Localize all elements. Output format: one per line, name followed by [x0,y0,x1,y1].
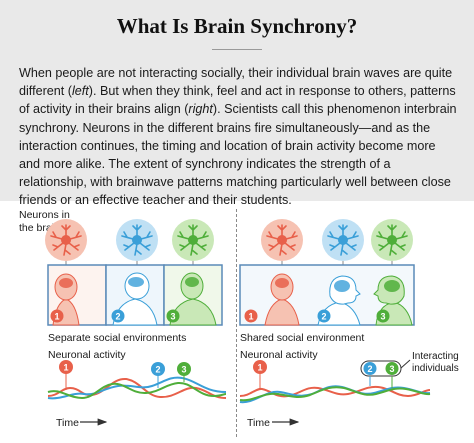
neuronal-activity-label-right: Neuronal activity [240,349,318,361]
activity-wave-3-right [239,386,431,402]
header-background [0,0,474,201]
marker-2-left [151,362,165,376]
marker-number-3-right: 3 [389,364,394,374]
panel-divider [236,209,237,437]
marker-number-2-right: 2 [367,364,372,374]
marker-3-left [177,362,191,376]
intro-text-2: ). But when they think, feel and act in … [19,84,456,117]
interacting-label-line-1: Interacting [412,351,459,362]
person-panel-2-left: 2 [105,264,165,326]
marker-1-right [253,360,267,374]
person-panel-1-left: 1 [47,264,107,326]
interacting-leader-line [400,359,411,369]
marker-number-3-left: 3 [181,365,186,375]
activity-wave-1-right [239,385,431,398]
interacting-individuals-label: Interacting individuals [412,351,461,374]
person-number-1-left: 1 [54,312,59,322]
separate-environments-label: Separate social environments [48,332,186,344]
person-number-1-right: 1 [248,312,253,322]
interacting-label-line-2: individuals [412,363,459,374]
person-panel-3-left: 3 [163,264,223,326]
marker-number-1-left: 1 [63,363,68,373]
activity-wave-1-left [47,377,227,399]
person-number-3-right: 3 [380,312,385,322]
time-label-left: Time [56,417,79,429]
neuronal-activity-label-left: Neuronal activity [48,349,126,361]
shared-environment-panel: 1 2 3 [239,264,415,326]
synchrony-diagram: 1 2 3 1 2 3 Separate social envi [45,219,461,429]
time-label-right: Time [247,417,270,429]
title-divider [212,49,262,50]
intro-paragraph: When people are not interacting socially… [19,64,459,210]
shared-environment-label: Shared social environment [240,332,364,344]
marker-number-2-left: 2 [155,365,160,375]
intro-left-word: left [71,84,89,99]
marker-2-right [363,362,377,375]
person-number-2-right: 2 [321,312,326,322]
marker-3-right [385,362,399,375]
intro-text-1: When people are not interacting socially… [19,66,453,99]
page-title: What Is Brain Synchrony? [116,14,358,38]
intro-text-3: ). Scientists call this phenomenon inter… [19,102,457,208]
person-number-3-left: 3 [170,312,175,322]
person-number-2-left: 2 [115,312,120,322]
intro-right-word: right [188,102,213,117]
activity-wave-3-left [47,381,227,400]
marker-number-1-right: 1 [257,363,262,373]
marker-1-left [59,360,73,374]
activity-wave-2-left [47,376,227,400]
